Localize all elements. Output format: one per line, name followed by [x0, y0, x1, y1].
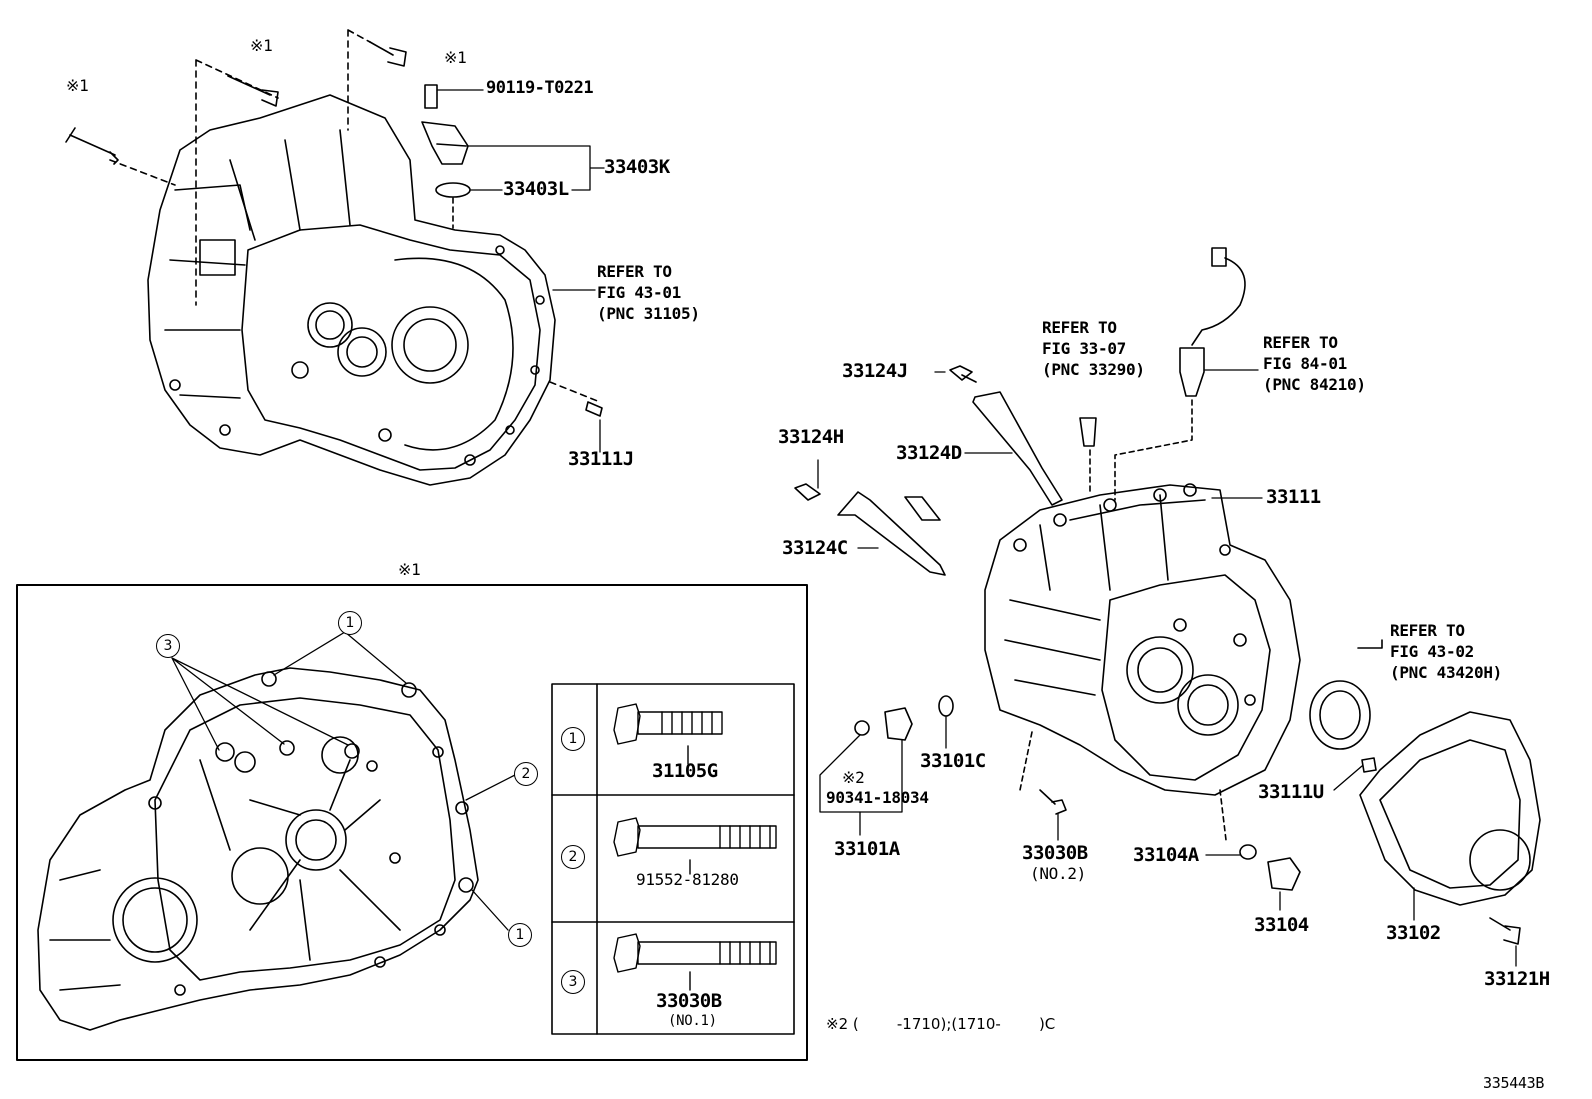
- refer-33290: REFER TO FIG 33-07 (PNC 33290): [1042, 318, 1145, 379]
- table-row-3-index: 3: [561, 970, 585, 994]
- label-33121h: 33121H: [1484, 968, 1550, 990]
- refer-43420: REFER TO FIG 43-02 (PNC 43420H): [1390, 621, 1502, 682]
- label-33403k: 33403K: [604, 156, 670, 178]
- label-33111: 33111: [1266, 486, 1321, 508]
- label-33124j: 33124J: [842, 360, 908, 382]
- mark-1-c: ※1: [444, 48, 467, 67]
- label-33030b-note: (NO.2): [1030, 864, 1086, 883]
- table-row-2-index: 2: [561, 845, 585, 869]
- transaxle-case-drawing: [794, 247, 1541, 945]
- inset-leaders: [171, 631, 516, 931]
- table-row-2-part: 91552-81280: [636, 870, 739, 889]
- label-33101a: 33101A: [834, 838, 900, 860]
- transaxle-housing-drawing: [65, 29, 603, 486]
- leader-lines-upper: [436, 89, 605, 453]
- leader-lines-right: [817, 369, 1517, 967]
- mark-1-b: ※1: [250, 36, 273, 55]
- callout-2: 2: [514, 762, 538, 786]
- label-33030b: 33030B: [1022, 842, 1088, 864]
- inset-frame: [16, 584, 808, 1061]
- table-row-3-part: 33030B: [656, 990, 722, 1012]
- footnote: ※2 ( -1710);(1710- )C: [826, 1015, 1056, 1033]
- label-33124d: 33124D: [896, 442, 962, 464]
- bolt-drawings: [613, 703, 777, 991]
- table-row-1-index: 1: [561, 727, 585, 751]
- label-33104: 33104: [1254, 914, 1309, 936]
- label-90119: 90119-T0221: [486, 78, 594, 98]
- callout-1-top: 1: [338, 611, 362, 635]
- label-33403l: 33403L: [503, 178, 569, 200]
- table-row-1-part: 31105G: [652, 760, 718, 782]
- callout-3: 3: [156, 634, 180, 658]
- refer-31105: REFER TO FIG 43-01 (PNC 31105): [597, 262, 700, 323]
- refer-84210: REFER TO FIG 84-01 (PNC 84210): [1263, 333, 1366, 394]
- inset-title: ※1: [398, 560, 421, 579]
- diagram-id: 335443B: [1483, 1074, 1545, 1092]
- label-33102: 33102: [1386, 922, 1441, 944]
- label-33101c: 33101C: [920, 750, 986, 772]
- callout-1-bottom: 1: [508, 923, 532, 947]
- table-row-3-note: (NO.1): [668, 1013, 717, 1029]
- label-33111j: 33111J: [568, 448, 634, 470]
- label-33124h: 33124H: [778, 426, 844, 448]
- label-33104a: 33104A: [1133, 844, 1199, 866]
- inset-housing-drawing: [37, 667, 479, 1031]
- label-33124c: 33124C: [782, 537, 848, 559]
- mark-2: ※2: [842, 768, 865, 787]
- inset-table: [551, 683, 795, 1035]
- mark-1-a: ※1: [66, 76, 89, 95]
- label-90341: 90341-18034: [826, 788, 929, 807]
- label-33111u: 33111U: [1258, 781, 1324, 803]
